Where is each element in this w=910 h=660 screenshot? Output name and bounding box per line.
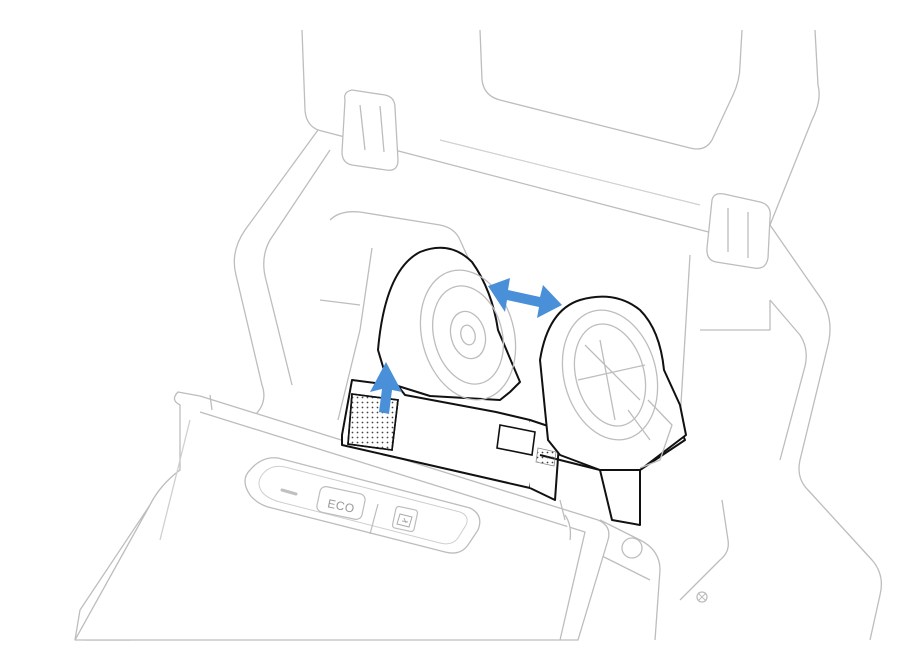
center-grip	[535, 447, 557, 467]
feed-button-icon	[391, 505, 419, 533]
eco-button[interactable]: ECO	[316, 486, 366, 521]
power-indicator-icon	[280, 488, 298, 496]
eco-button-icon	[316, 486, 366, 520]
double-arrow-icon	[488, 278, 562, 318]
up-arrow-icon	[370, 362, 402, 414]
eco-button-label: ECO	[326, 496, 356, 515]
right-media-holder[interactable]	[539, 295, 687, 471]
button-divider	[369, 503, 379, 535]
center-latch	[496, 424, 536, 456]
lid-hinge-left	[341, 89, 399, 171]
feed-button[interactable]	[391, 505, 419, 533]
lid-hinge-right	[706, 192, 771, 269]
left-media-holder[interactable]	[377, 246, 530, 411]
control-panel: ECO	[244, 457, 481, 554]
release-tab[interactable]	[347, 393, 399, 451]
